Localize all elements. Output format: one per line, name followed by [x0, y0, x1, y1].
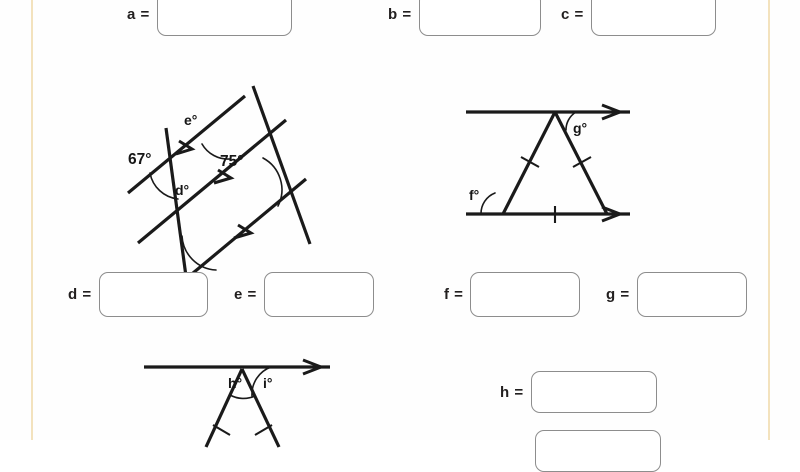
- angle-arc-f: [480, 192, 496, 215]
- answer-input-g[interactable]: [636, 272, 747, 317]
- angle-label-d: d°: [175, 182, 189, 198]
- answer-input-a[interactable]: [156, 0, 292, 36]
- angle-label-i: i°: [263, 375, 273, 391]
- lower-parallel-line: [466, 205, 630, 223]
- triangle-right-leg: [240, 368, 281, 448]
- parallel-lines-transversals-figure: 67° e° 75° d°: [110, 58, 320, 307]
- answer-label-c: c =: [561, 5, 584, 23]
- tick-right-side: [572, 156, 592, 168]
- page-left-margin-rule: [31, 0, 33, 440]
- angle-label-g: g°: [573, 120, 587, 136]
- answer-input-d[interactable]: [98, 272, 208, 317]
- horizontal-parallel-line: [144, 358, 330, 376]
- isosceles-triangle-on-line-figure: h° i°: [140, 355, 340, 448]
- angle-label-f: f°: [469, 187, 479, 203]
- angle-arc-g: [565, 111, 577, 131]
- transversal-right: [251, 85, 312, 245]
- angle-arc-d: [181, 235, 217, 271]
- answer-label-b: b =: [388, 5, 412, 23]
- answer-field-b: b =: [388, 0, 541, 36]
- answer-label-g: g =: [606, 286, 630, 303]
- answer-field-h: h =: [500, 371, 657, 413]
- angle-label-e: e°: [184, 112, 197, 128]
- triangle-left-leg: [204, 368, 244, 448]
- upper-parallel-line: [466, 103, 630, 121]
- answer-input-h[interactable]: [530, 371, 657, 413]
- answer-field-f: f =: [444, 272, 581, 317]
- answer-label-d: d =: [68, 286, 92, 303]
- answer-field-c: c =: [561, 0, 716, 36]
- angle-arc-75: [262, 157, 283, 207]
- angle-arc-e: [201, 143, 231, 160]
- answer-field-d: d =: [68, 272, 208, 317]
- answer-input-c[interactable]: [590, 0, 716, 36]
- tick-right-leg: [254, 424, 273, 436]
- parallel-line-middle: [136, 118, 288, 245]
- triangle-left-side: [501, 111, 557, 215]
- angle-arc-h: [229, 394, 256, 400]
- answer-field-a: a =: [127, 0, 292, 36]
- answer-input-b[interactable]: [418, 0, 541, 36]
- tick-left-leg: [212, 424, 231, 436]
- angle-arc-i: [251, 366, 272, 397]
- angle-label-67: 67°: [128, 151, 151, 168]
- page-right-margin-rule: [768, 0, 770, 440]
- angle-label-h: h°: [228, 375, 242, 391]
- tick-left-side: [520, 156, 540, 168]
- answer-label-e: e =: [234, 286, 257, 303]
- parallel-line-top: [126, 94, 247, 195]
- answer-label-a: a =: [127, 5, 150, 23]
- answer-label-h: h =: [500, 383, 524, 401]
- answer-input-next-partial[interactable]: [535, 430, 661, 472]
- angle-arc-67: [149, 172, 179, 200]
- answer-field-e: e =: [234, 272, 374, 317]
- equilateral-triangle-figure: f° g°: [462, 95, 652, 225]
- answer-input-e[interactable]: [263, 272, 374, 317]
- answer-label-f: f =: [444, 286, 464, 303]
- answer-input-f[interactable]: [470, 272, 581, 317]
- answer-field-g: g =: [606, 272, 747, 317]
- angle-label-75: 75°: [220, 153, 243, 170]
